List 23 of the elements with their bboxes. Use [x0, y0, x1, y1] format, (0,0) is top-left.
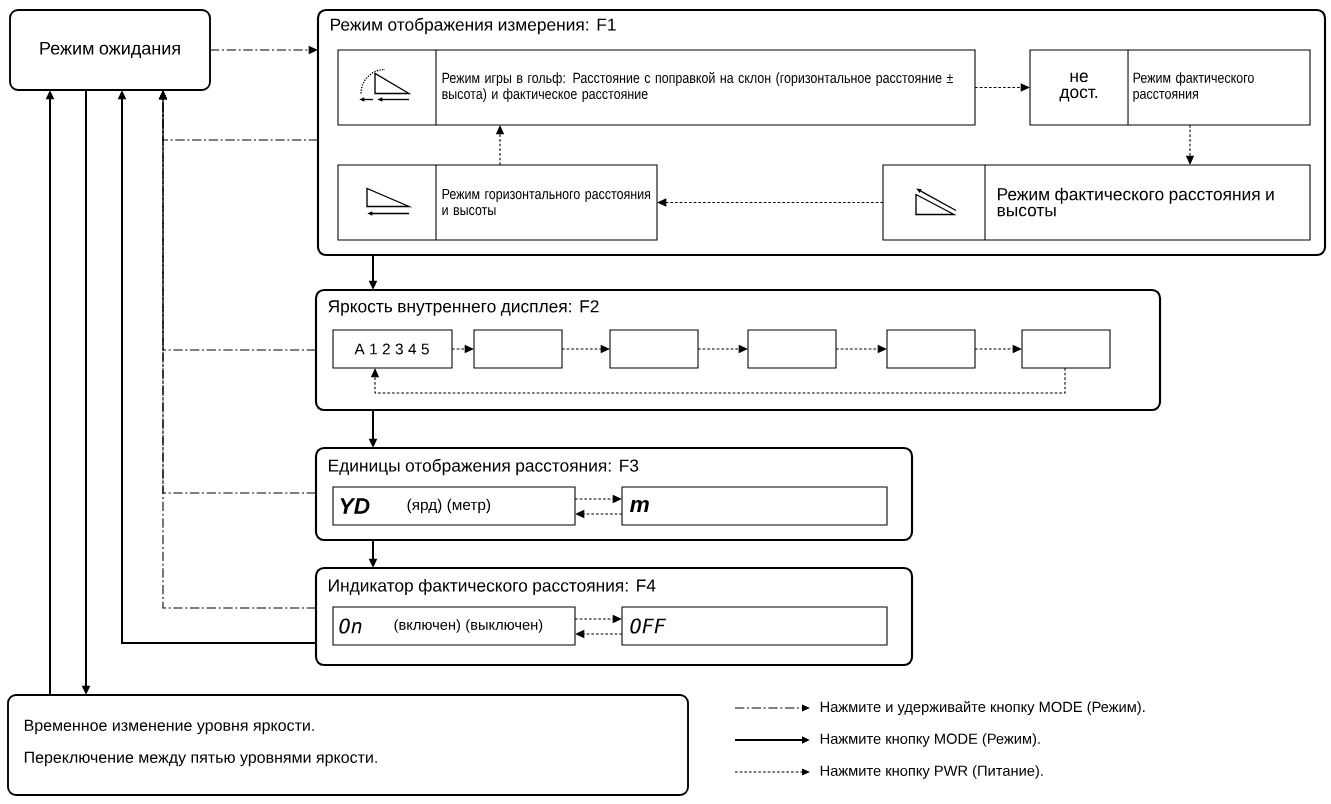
- process-box: OFF: [621, 606, 888, 646]
- process-box: Временное изменение уровня яркости. Переключение между пятью уровнями яркости.: [7, 694, 689, 796]
- legend-entry: Нажмите и удерживайте кнопку MODE (Режим).: [734, 701, 1145, 715]
- legend-entry: Нажмите кнопку PWR (Питание).: [734, 765, 1043, 779]
- process-box: не дост. Режим фактического расстояния: [1029, 49, 1311, 126]
- process-box: Режим игры в гольф: Расстояние с поправкой на склон (горизонтальное расстояние ± высота) и фактическое расстояние: [337, 49, 976, 126]
- process-box: Режим фактического расстояния и высоты: [882, 164, 1311, 241]
- process-box: On (включен) (выключен): [332, 606, 576, 646]
- process-box: Режим ожидания: [9, 9, 211, 91]
- process-box: Режим горизонтального расстояния и высоты: [337, 164, 658, 241]
- level-box: [473, 329, 563, 369]
- process-box: m: [621, 486, 888, 526]
- process-box: A 1 2 3 4 5: [332, 329, 453, 369]
- level-box: [886, 329, 976, 369]
- process-box: YD (ярд) (метр): [332, 486, 576, 526]
- arrow: [657, 198, 884, 207]
- arrow: [974, 83, 1030, 92]
- level-box: [1021, 329, 1111, 369]
- level-box: [747, 329, 837, 369]
- legend-entry: Нажмите кнопку MODE (Режим).: [734, 733, 1040, 747]
- arrow: [158, 90, 317, 609]
- level-box: [609, 329, 699, 369]
- arrow: [370, 367, 1066, 394]
